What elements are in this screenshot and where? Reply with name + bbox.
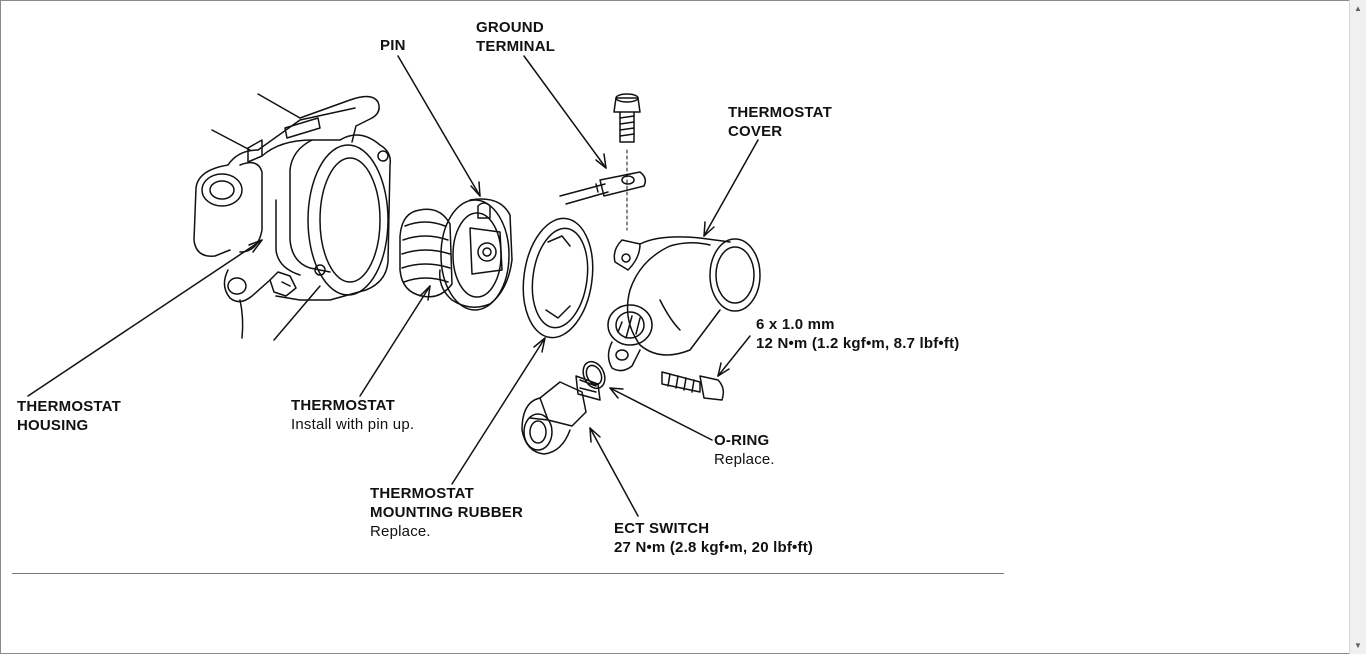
horizontal-divider [12,573,1004,574]
vertical-scrollbar[interactable]: ▲ ▼ [1349,0,1366,654]
label-thermostat-cover: THERMOSTAT COVER [728,104,832,140]
side-bolt-part [661,371,725,401]
thermostat-housing-part [193,93,392,341]
label-ect-switch: ECT SWITCH 27 N•m (2.8 kgf•m, 20 lbf•ft) [614,520,814,556]
label-pin: PIN [380,37,406,54]
thermostat-part [399,198,513,311]
o-ring-part [582,360,606,390]
mounting-rubber-part [522,217,594,339]
label-o-ring: O-RING Replace. [714,432,775,468]
scroll-down-icon[interactable]: ▼ [1354,641,1362,650]
scroll-up-icon[interactable]: ▲ [1354,4,1362,13]
top-bolt-part [613,93,641,231]
label-mounting-rubber: THERMOSTAT MOUNTING RUBBER Replace. [370,485,523,540]
label-thermostat: THERMOSTAT Install with pin up. [291,397,415,433]
label-thermostat-housing: THERMOSTAT HOUSING [17,398,121,434]
label-ground-terminal: GROUND TERMINAL [476,19,556,55]
leader-lines [27,55,759,517]
scroll-track[interactable] [1350,17,1366,637]
thermostat-cover-part [607,236,761,372]
ground-terminal-part [559,171,647,205]
label-bolt-spec: 6 x 1.0 mm 12 N•m (1.2 kgf•m, 8.7 lbf•ft… [756,316,960,352]
ect-switch-part [521,375,601,455]
